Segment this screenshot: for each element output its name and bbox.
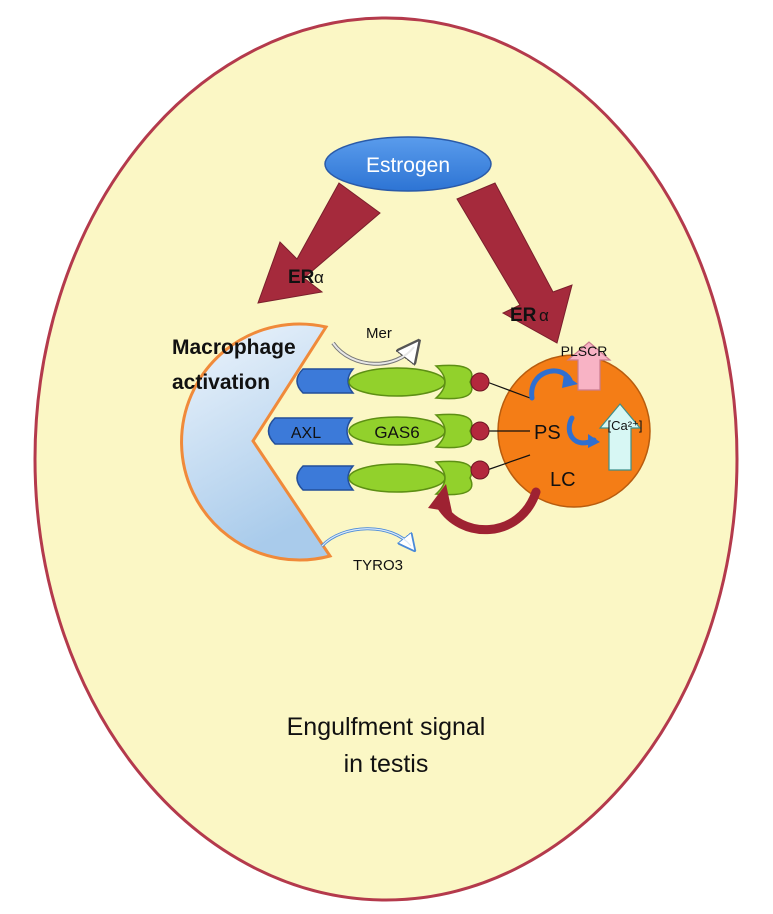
mer-label: Mer [366, 325, 392, 342]
er-alpha-left-bold: ER [288, 267, 315, 288]
ps-dot-bottom [470, 460, 490, 480]
engulf-return-arrow [435, 487, 541, 535]
er-alpha-right-greek: α [539, 306, 549, 325]
left-estrogen-arrow [257, 182, 381, 304]
gas6-cap-middle [434, 413, 473, 449]
er-alpha-left-greek: α [314, 268, 324, 287]
gas6-oval-bottom [348, 463, 446, 493]
axl-label: AXL [291, 425, 321, 442]
right-estrogen-arrow [456, 182, 573, 344]
flip-arrow-top [529, 368, 573, 401]
lc-label: LC [550, 469, 576, 491]
macrophage-cell [180, 322, 333, 562]
estrogen-label: Estrogen [366, 154, 450, 177]
ps-dot-top [470, 372, 490, 392]
receptor-bottom [296, 465, 355, 491]
estrogen-node [324, 136, 492, 192]
er-alpha-right-bold: ER [510, 305, 537, 326]
gas6-oval-top [348, 367, 446, 397]
gas6-label: GAS6 [374, 423, 419, 442]
tyro3-label: TYRO3 [353, 557, 403, 574]
plscr-arrow [566, 341, 612, 391]
plscr-label: PLSCR [561, 343, 608, 359]
ps-dot-middle [470, 421, 490, 441]
footer-line2: in testis [344, 750, 429, 778]
footer-line1: Engulfment signal [287, 713, 486, 741]
calcium-arrow [598, 403, 642, 471]
receptor-top [296, 368, 355, 394]
calcium-label: [Ca²⁺] [607, 418, 642, 433]
gas6-cap-top [434, 364, 473, 400]
macrophage-label-line1: Macrophage [172, 336, 296, 359]
macrophage-label-line2: activation [172, 371, 270, 394]
outer-cell [33, 16, 739, 902]
receptor-axl: AXL [267, 417, 354, 445]
ps-label: PS [534, 422, 561, 444]
